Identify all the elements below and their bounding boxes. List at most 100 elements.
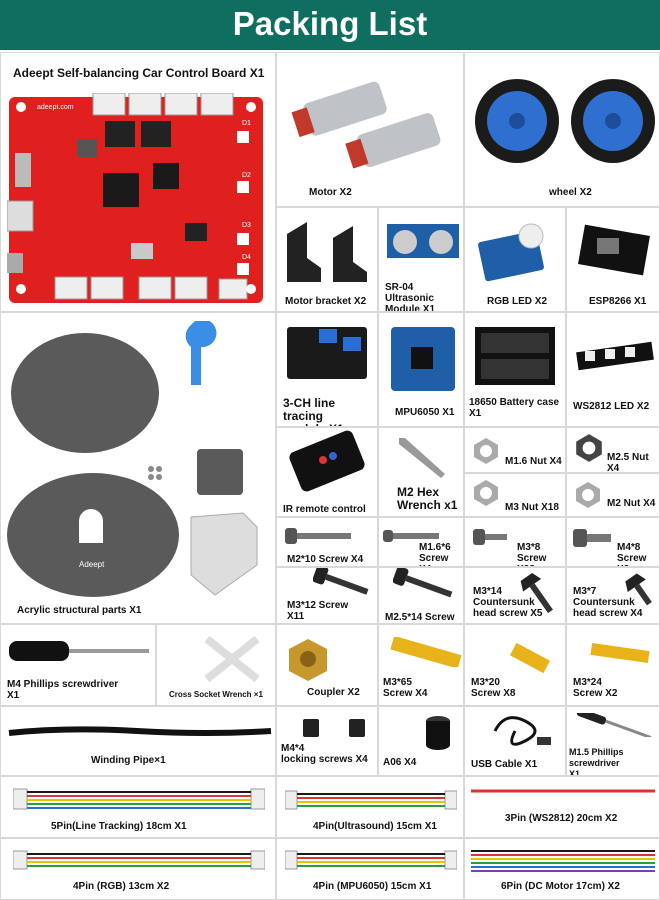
m3-65-copper-cell: M3*65 Screw X4 — [378, 624, 464, 706]
m2-nut-cell: M2 Nut X4 — [566, 473, 660, 517]
esp8266-cell: ESP8266 X1 — [566, 207, 660, 312]
cable-3pin-ws-image — [471, 789, 655, 793]
motor-bracket-cell: Motor bracket X2 — [276, 207, 378, 312]
m3-65-copper-label: M3*65 Screw X4 — [383, 677, 428, 699]
cable-4pin-ultra-label: 4Pin(Ultrasound) 15cm X1 — [313, 821, 437, 832]
coupler-image — [289, 639, 327, 681]
control-board-label: Adeept Self-balancing Car Control Board … — [13, 66, 265, 80]
board-led-d1: D1 — [242, 120, 251, 127]
cable-4pin-mpu-image — [285, 850, 457, 870]
m3-14-countersunk-label: M3*14 Countersunk head screw X5 — [473, 586, 543, 619]
m3-20-copper-cell: M3*20 Screw X8 — [464, 624, 566, 706]
m3-12-screw-icon — [313, 568, 369, 595]
m4-screwdriver-label: M4 Phillips screwdriver X1 — [7, 679, 119, 701]
page-title: Packing List — [0, 0, 660, 50]
m25-14-screw-label: M2.5*14 Screw X4 — [385, 612, 455, 623]
cable-4pin-mpu-label: 4Pin (MPU6050) 15cm X1 — [313, 881, 432, 892]
usb-cable-label: USB Cable X1 — [471, 759, 538, 770]
mpu6050-label: MPU6050 X1 — [395, 407, 455, 418]
cross-wrench-cell: Cross Socket Wrench ×1 — [156, 624, 276, 706]
ir-remote-cell: IR remote control X1 — [276, 427, 378, 517]
m16-6-screw-label: M1.6*6 Screw X4 — [419, 542, 451, 566]
m3-24-copper-icon — [590, 643, 650, 663]
m3-12-screw-label: M3*12 Screw X11 — [287, 600, 349, 622]
ws2812-image — [576, 341, 654, 371]
m3-8-screw-cell: M3*8 Screw X28 — [464, 517, 566, 567]
m16-6-screw-icon — [383, 530, 439, 542]
usb-cable-cell: USB Cable X1 — [464, 706, 566, 776]
usb-cable-image — [493, 716, 551, 746]
motor-bracket-label: Motor bracket X2 — [285, 296, 367, 307]
hex-wrench-label: M2 Hex Wrench x1 — [397, 485, 458, 512]
m15-screwdriver-cell: M1.5 Phillips screwdriver X1 — [566, 706, 660, 776]
m2-10-screw-icon — [285, 528, 351, 544]
m16-nut-cell: M1.6 Nut X4 — [464, 427, 566, 473]
m3-24-copper-label: M3*24 Screw X2 — [573, 677, 618, 699]
m3-nut-icon — [474, 480, 498, 506]
m25-nut-icon — [576, 434, 602, 462]
cable-5pin-label: 5Pin(Line Tracking) 18cm X1 — [51, 821, 187, 832]
ir-remote-image — [289, 430, 365, 492]
a06-image — [426, 716, 450, 750]
ultrasonic-cell: SR-04 Ultrasonic Module X1 — [378, 207, 464, 312]
m2-nut-label: M2 Nut X4 — [607, 498, 656, 509]
winding-pipe-image — [8, 726, 272, 736]
m4-8-screw-cell: M4*8 Screw X2 — [566, 517, 660, 567]
m4-8-screw-label: M4*8 Screw X2 — [617, 542, 647, 566]
line-tracing-label: 3-CH line tracing module X1 — [283, 396, 344, 427]
control-board-image: adeept.com D1 D2 D3 D4 — [7, 93, 263, 303]
cable-6pin-motor-label: 6Pin (DC Motor 17cm) X2 — [501, 881, 620, 892]
line-tracing-cell: 3-CH line tracing module X1 — [276, 312, 378, 427]
hex-wrench-cell: M2 Hex Wrench x1 — [378, 427, 464, 517]
cable-6pin-motor-cell: 6Pin (DC Motor 17cm) X2 — [464, 838, 660, 900]
m16-nut-icon — [474, 438, 498, 464]
cable-4pin-rgb-cell: 4Pin (RGB) 13cm X2 — [0, 838, 276, 900]
mpu6050-cell: MPU6050 X1 — [378, 312, 464, 427]
winding-pipe-cell: Winding Pipe×1 — [0, 706, 276, 776]
wheel-label: wheel X2 — [549, 187, 592, 198]
cable-4pin-mpu-cell: 4Pin (MPU6050) 15cm X1 — [276, 838, 464, 900]
cable-4pin-ultra-image — [285, 790, 457, 810]
m3-65-copper-icon — [390, 637, 462, 667]
a06-cell: A06 X4 — [378, 706, 464, 776]
m16-6-screw-cell: M1.6*6 Screw X4 — [378, 517, 464, 567]
battery-case-cell: 18650 Battery case X1 — [464, 312, 566, 427]
a06-label: A06 X4 — [383, 757, 417, 768]
cross-wrench-image — [204, 635, 260, 683]
hex-wrench-image — [399, 438, 445, 478]
esp8266-image — [578, 224, 650, 276]
m2-10-screw-label: M2*10 Screw X4 — [287, 554, 364, 565]
m3-20-copper-label: M3*20 Screw X8 — [471, 677, 516, 699]
m3-8-screw-label: M3*8 Screw X28 — [517, 542, 547, 566]
m4-screwdriver-cell: M4 Phillips screwdriver X1 — [0, 624, 156, 706]
locking-screws-label: M4*4 locking screws X4 — [281, 743, 368, 765]
m3-14-countersunk-icon — [520, 572, 553, 614]
winding-pipe-label: Winding Pipe×1 — [91, 755, 166, 766]
m15-screwdriver-label: M1.5 Phillips screwdriver X1 — [569, 747, 624, 776]
cable-3pin-ws-cell: 3Pin (WS2812) 20cm X2 — [464, 776, 660, 838]
m3-7-countersunk-cell: M3*7 Countersunk head screw X4 — [566, 567, 660, 624]
wheel-cell: wheel X2 — [464, 52, 660, 207]
m15-screwdriver-image — [576, 713, 652, 737]
m3-7-countersunk-icon — [625, 573, 652, 606]
m3-14-countersunk-cell: M3*14 Countersunk head screw X5 — [464, 567, 566, 624]
cable-6pin-motor-image — [471, 850, 655, 872]
m4-8-screw-icon — [573, 529, 611, 547]
locking-screws-image — [303, 719, 365, 737]
rgb-led-label: RGB LED X2 — [487, 296, 548, 307]
ultrasonic-label: SR-04 Ultrasonic Module X1 — [385, 282, 436, 312]
coupler-label: Coupler X2 — [307, 687, 360, 698]
m3-12-screw-cell: M3*12 Screw X11 — [276, 567, 378, 624]
acrylic-parts-image: Adeept — [7, 321, 258, 597]
ultrasonic-image — [387, 224, 459, 258]
cable-3pin-ws-label: 3Pin (WS2812) 20cm X2 — [505, 813, 618, 824]
cable-5pin-image — [13, 788, 265, 810]
m4-screwdriver-image — [9, 641, 149, 661]
cross-wrench-label: Cross Socket Wrench ×1 — [169, 690, 263, 699]
motor-label: Motor X2 — [309, 187, 352, 198]
mpu6050-image — [391, 327, 455, 391]
m16-nut-label: M1.6 Nut X4 — [505, 456, 562, 467]
m3-8-screw-icon — [473, 529, 507, 545]
motor-image — [291, 81, 441, 169]
coupler-cell: Coupler X2 — [276, 624, 378, 706]
